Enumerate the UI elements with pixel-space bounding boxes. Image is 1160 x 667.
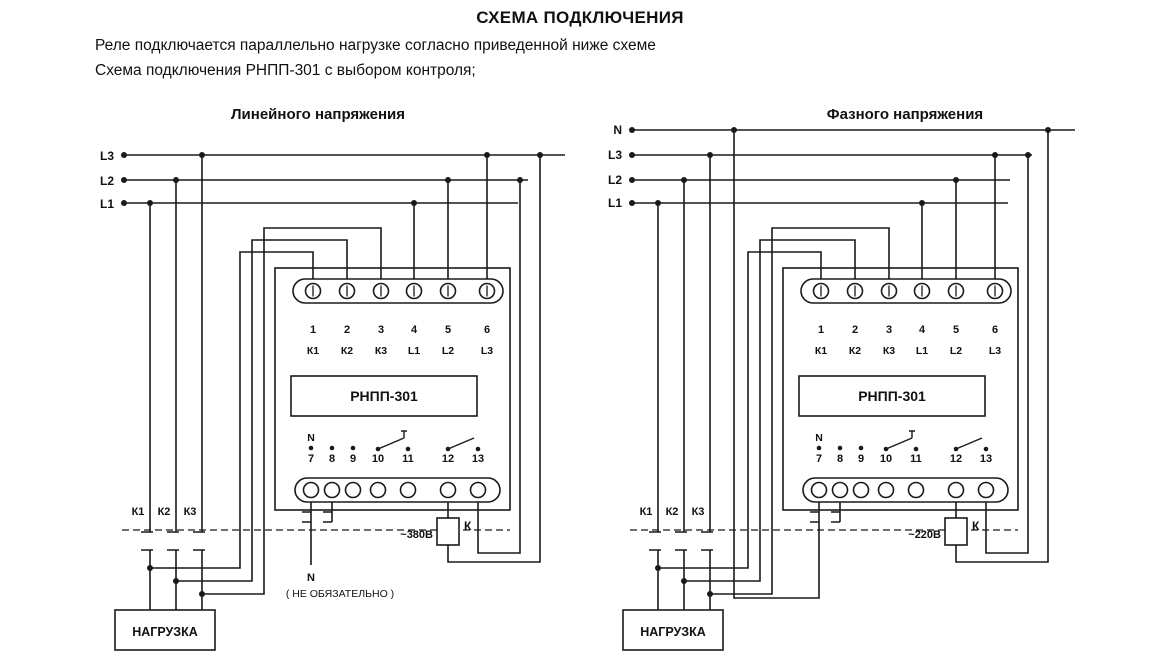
top-terminal-numbers: 1 2 3 4 5 6	[818, 324, 998, 336]
svg-text:7: 7	[816, 453, 822, 465]
bus-label-l1: L1	[608, 196, 622, 210]
top-terminal-screws	[812, 282, 1004, 300]
coil-voltage: ~380В	[400, 529, 433, 541]
bus-label-l3: L3	[100, 149, 114, 163]
coil-voltage: ~220В	[908, 529, 941, 541]
svg-text:6: 6	[992, 324, 998, 336]
svg-text:К3: К3	[883, 345, 895, 357]
subtitle-line-2: Схема подключения РНПП-301 с выбором кон…	[95, 62, 476, 79]
pole-label-k1: К1	[132, 506, 145, 518]
bus-label-l2: L2	[100, 174, 114, 188]
top-terminal-screws	[304, 282, 496, 300]
svg-text:L1: L1	[916, 345, 928, 357]
svg-text:1: 1	[310, 324, 316, 336]
svg-text:К2: К2	[849, 345, 861, 357]
svg-text:L2: L2	[442, 345, 454, 357]
pole-label-k2: К2	[666, 506, 679, 518]
svg-text:5: 5	[953, 324, 959, 336]
pole-label-k3: К3	[692, 506, 705, 518]
bus-label-n: N	[613, 123, 622, 137]
svg-text:К1: К1	[815, 345, 827, 357]
load-box	[114, 609, 216, 651]
optional-note: ( НЕ ОБЯЗАТЕЛЬНО )	[286, 588, 394, 600]
svg-text:4: 4	[919, 324, 926, 336]
svg-text:10: 10	[372, 453, 384, 465]
svg-text:8: 8	[837, 453, 843, 465]
coil-letter: К	[972, 519, 980, 533]
svg-text:8: 8	[329, 453, 335, 465]
svg-text:L2: L2	[950, 345, 962, 357]
junction-dots	[629, 127, 1051, 597]
svg-text:К3: К3	[375, 345, 387, 357]
svg-text:9: 9	[350, 453, 356, 465]
page-title: СХЕМА ПОДКЛЮЧЕНИЯ	[476, 8, 684, 27]
svg-text:3: 3	[886, 324, 892, 336]
load-label: НАГРУЗКА	[640, 625, 706, 639]
svg-text:12: 12	[950, 453, 962, 465]
bus-label-l3: L3	[608, 148, 622, 162]
svg-text:7: 7	[308, 453, 314, 465]
right-diagram-heading: Фазного напряжения	[827, 106, 983, 123]
svg-text:L1: L1	[408, 345, 420, 357]
coil-letter: К	[464, 519, 472, 533]
device-nameplate	[290, 375, 478, 417]
clamp-contacts	[141, 511, 332, 551]
svg-text:11: 11	[910, 453, 922, 465]
internal-contacts	[308, 430, 481, 452]
wires	[122, 154, 565, 610]
bus-label-l1: L1	[100, 197, 114, 211]
svg-text:4: 4	[411, 324, 418, 336]
svg-text:L3: L3	[481, 345, 493, 357]
bottom-terminal-numbers: 7 8 9 10 11 12 13	[308, 453, 484, 465]
svg-text:L3: L3	[989, 345, 1001, 357]
svg-text:2: 2	[852, 324, 858, 336]
top-terminal-strip	[800, 278, 1012, 304]
svg-text:1: 1	[818, 324, 824, 336]
svg-text:13: 13	[472, 453, 484, 465]
subtitle-line-1: Реле подключается параллельно нагрузке с…	[95, 37, 656, 54]
contactor-coil	[944, 517, 968, 546]
left-diagram: Линейного напряжения	[100, 106, 565, 651]
svg-text:9: 9	[858, 453, 864, 465]
svg-text:12: 12	[442, 453, 454, 465]
svg-text:К2: К2	[341, 345, 353, 357]
bus-label-l2: L2	[608, 173, 622, 187]
pole-label-k1: К1	[640, 506, 653, 518]
svg-text:11: 11	[402, 453, 414, 465]
top-terminal-strip	[292, 278, 504, 304]
svg-text:2: 2	[344, 324, 350, 336]
svg-text:5: 5	[445, 324, 451, 336]
bottom-terminal-screws	[810, 481, 995, 499]
left-diagram-heading: Линейного напряжения	[231, 106, 405, 123]
top-terminal-labels: К1 К2 К3 L1 L2 L3	[307, 345, 493, 357]
device-n-label: N	[815, 432, 823, 444]
svg-text:3: 3	[378, 324, 384, 336]
device-nameplate	[798, 375, 986, 417]
clamp-contacts	[649, 511, 840, 551]
svg-text:10: 10	[880, 453, 892, 465]
load-box	[622, 609, 724, 651]
device-name: РНПП-301	[858, 388, 926, 404]
device-n-label: N	[307, 432, 315, 444]
right-diagram: Фазного напряжения	[608, 106, 1075, 651]
device-name: РНПП-301	[350, 388, 418, 404]
svg-text:6: 6	[484, 324, 490, 336]
top-terminal-labels: К1 К2 К3 L1 L2 L3	[815, 345, 1001, 357]
top-terminal-numbers: 1 2 3 4 5 6	[310, 324, 490, 336]
bottom-terminal-screws	[302, 481, 487, 499]
svg-text:13: 13	[980, 453, 992, 465]
bottom-terminal-numbers: 7 8 9 10 11 12 13	[816, 453, 992, 465]
contactor-coil	[436, 517, 460, 546]
internal-contacts	[816, 430, 989, 452]
junction-dots	[121, 152, 543, 597]
optional-n-label: N	[307, 572, 315, 584]
pole-label-k2: К2	[158, 506, 171, 518]
pole-label-k3: К3	[184, 506, 197, 518]
svg-text:К1: К1	[307, 345, 319, 357]
load-label: НАГРУЗКА	[132, 625, 198, 639]
